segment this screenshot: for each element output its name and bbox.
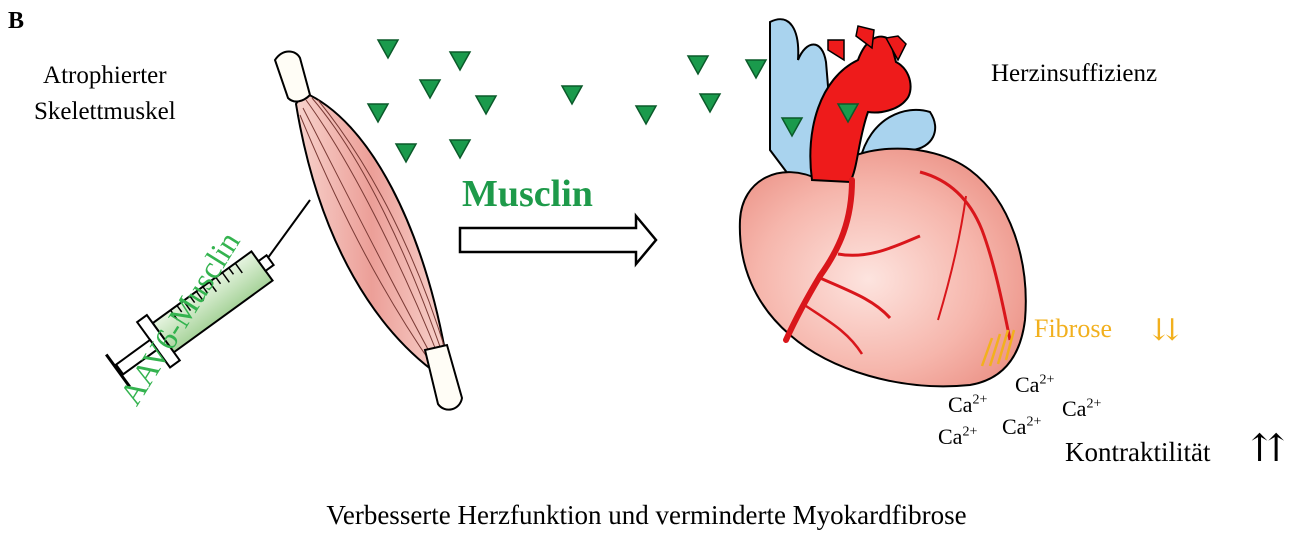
calcium-ion: Ca2+: [1015, 372, 1054, 398]
muscle-label-line2: Skelettmuskel: [34, 94, 176, 130]
calcium-ion: Ca2+: [948, 392, 987, 418]
musclin-triangle: [450, 52, 470, 70]
contractility-label: Kontraktilität: [1065, 437, 1210, 468]
musclin-triangle: [700, 94, 720, 112]
musclin-triangle: [378, 40, 398, 58]
musclin-triangle: [562, 86, 582, 104]
calcium-ion: Ca2+: [1002, 414, 1041, 440]
musclin-triangle: [476, 96, 496, 114]
figure-caption: Verbesserte Herzfunktion und verminderte…: [0, 500, 1293, 531]
muscle-label-line1: Atrophierter: [34, 58, 176, 94]
contractility-up-arrows-icon: ⇈: [1252, 426, 1270, 471]
panel-letter: B: [8, 8, 24, 35]
musclin-triangle: [450, 140, 470, 158]
fibrose-label: Fibrose: [1034, 314, 1112, 344]
fibrose-down-arrows-icon: ⇊: [1153, 313, 1168, 348]
musclin-arrow: [460, 216, 656, 264]
musclin-triangle: [636, 106, 656, 124]
musclin-triangle: [396, 144, 416, 162]
muscle-label: Atrophierter Skelettmuskel: [34, 58, 176, 130]
calcium-ion: Ca2+: [1062, 396, 1101, 422]
musclin-arrow-label: Musclin: [462, 172, 593, 216]
calcium-ion: Ca2+: [938, 424, 977, 450]
musclin-triangle: [746, 60, 766, 78]
musclin-triangle: [420, 80, 440, 98]
musclin-triangle: [688, 56, 708, 74]
musclin-triangle: [368, 104, 388, 122]
heart-failure-label: Herzinsuffizienz: [991, 60, 1157, 88]
heart: [740, 19, 1026, 386]
